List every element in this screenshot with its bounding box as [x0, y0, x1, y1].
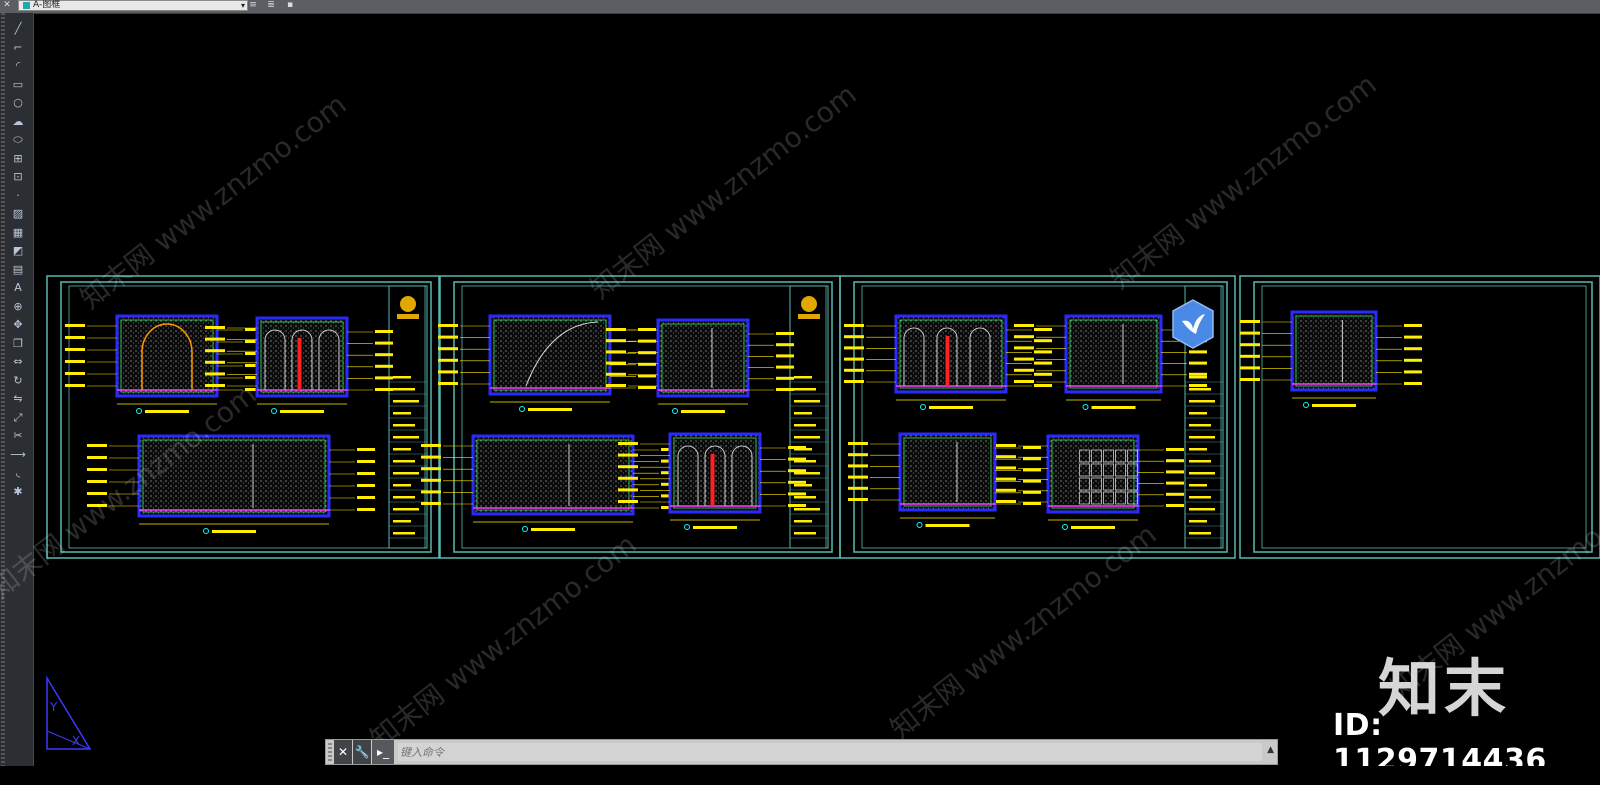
layer-dropdown[interactable]: A-图框 ▾ — [18, 0, 248, 11]
chevron-down-icon[interactable]: ▾ — [240, 1, 245, 10]
trim-icon[interactable]: ✂ — [13, 429, 23, 442]
layer-color-swatch — [23, 2, 30, 9]
multiline-text-icon[interactable]: A — [14, 281, 22, 294]
elevation-drawing — [438, 314, 656, 412]
polyline-icon[interactable]: ⌐ — [13, 40, 23, 54]
elevation-drawing — [844, 314, 1052, 410]
status-strip — [0, 766, 1600, 785]
elevation-drawing — [618, 432, 806, 530]
arc-icon[interactable]: ◜ — [15, 59, 21, 72]
elevation-drawing — [1240, 310, 1422, 408]
scale-icon[interactable]: ⤢ — [13, 410, 23, 424]
point-icon[interactable]: · — [16, 188, 20, 202]
rectangle-icon[interactable]: ▭ — [12, 77, 24, 91]
elevation-drawing — [205, 316, 393, 414]
layer-name: A-图框 — [33, 0, 61, 10]
drawing-sheet-1 — [46, 275, 440, 559]
layer-previous-icon[interactable]: ≣ — [267, 0, 275, 10]
command-input[interactable] — [398, 743, 1262, 761]
gradient-icon[interactable]: ▦ — [12, 225, 24, 239]
command-prompt-icon[interactable]: ▸_ — [372, 740, 394, 764]
draw-toolbar: ╱ ⌐ ◜ ▭ ○ ☁ ⬭ ⊞ ⊡ · ▨ ▦ ◩ ▤ A ⊕ ✥ ❐ ⇔ ↻ ⇋ ⤢ ✂ ⟶ ◟ ✱ — [0, 13, 34, 785]
region-icon[interactable]: ◩ — [12, 244, 24, 257]
match-layer-icon[interactable]: ≡ — [249, 0, 257, 10]
close-icon[interactable]: ✕ — [334, 740, 352, 764]
bird-app-icon[interactable] — [1171, 299, 1215, 349]
ucs-icon: Y X — [46, 675, 92, 750]
command-line: ✕ 🔧 ▸_ ▲ — [325, 739, 1278, 765]
layer-states-icon[interactable]: ▪ — [286, 0, 294, 10]
fillet-icon[interactable]: ◟ — [15, 466, 21, 479]
stretch-icon[interactable]: ⇔ — [13, 355, 23, 368]
watermark-text: 知末网 www.znzmo.com — [584, 78, 863, 306]
add-selected-icon[interactable]: ⊕ — [13, 299, 23, 313]
svg-text:X: X — [72, 734, 80, 748]
revcloud-icon[interactable]: ☁ — [12, 114, 24, 128]
line-icon[interactable]: ╱ — [14, 22, 22, 35]
insert-icon[interactable]: ⊞ — [13, 151, 23, 165]
wrench-icon[interactable]: 🔧 — [353, 740, 371, 764]
title-block — [789, 285, 829, 549]
command-line-grip[interactable] — [328, 743, 332, 761]
watermark-logo: 知末 — [1378, 652, 1511, 725]
watermark-text: 知末网 www.znzmo.com — [1104, 68, 1383, 296]
copy-icon[interactable]: ❐ — [13, 336, 23, 350]
layer-off-icon[interactable]: ✕ — [3, 0, 11, 10]
title-block — [1184, 285, 1224, 549]
drawing-sheet-3 — [839, 275, 1236, 559]
elevation-drawing — [87, 434, 375, 534]
elevation-drawing — [65, 314, 263, 414]
table-icon[interactable]: ▤ — [12, 262, 24, 276]
elevation-drawing — [606, 318, 794, 414]
title-block — [388, 285, 428, 549]
chevron-up-icon[interactable]: ▲ — [1267, 745, 1274, 755]
toolbar-grip[interactable] — [1, 13, 5, 785]
mirror-icon[interactable]: ⇋ — [13, 392, 23, 405]
move-icon[interactable]: ✥ — [13, 318, 23, 331]
circle-icon[interactable]: ○ — [13, 96, 23, 109]
explode-icon[interactable]: ✱ — [13, 484, 23, 498]
rotate-icon[interactable]: ↻ — [13, 373, 23, 387]
top-toolbar: ✕ A-图框 ▾ ≡ ≣ ▪ — [0, 0, 1600, 14]
elevation-drawing — [1014, 314, 1207, 410]
ellipse-icon[interactable]: ⬭ — [13, 133, 23, 146]
hatch-icon[interactable]: ▨ — [12, 207, 24, 220]
elevation-drawing — [996, 434, 1184, 530]
watermark-text: 知末网 www.znzmo.com — [364, 528, 643, 756]
drawing-sheet-2 — [439, 275, 841, 559]
svg-text:Y: Y — [49, 700, 58, 714]
elevation-drawing — [848, 432, 1041, 528]
drawing-sheet-4 — [1239, 275, 1600, 559]
make-block-icon[interactable]: ⊡ — [13, 170, 23, 183]
extend-icon[interactable]: ⟶ — [10, 447, 26, 461]
elevation-drawing — [421, 434, 679, 532]
